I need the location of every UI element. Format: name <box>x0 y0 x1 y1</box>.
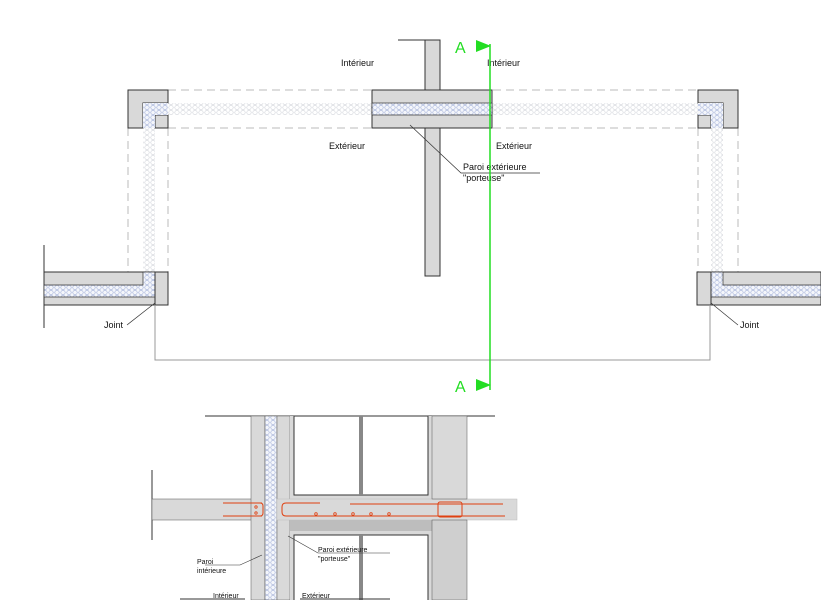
label-porteuse: "porteuse" <box>318 556 351 563</box>
insulation <box>698 103 723 128</box>
corner-block <box>154 271 169 306</box>
beam <box>290 520 432 531</box>
label-paroi-exterieure: Paroi extérieure <box>318 547 368 554</box>
section-marker: A <box>455 40 466 57</box>
insulation-band <box>143 115 155 290</box>
rebar-dots <box>254 505 391 516</box>
corner-block <box>154 114 169 129</box>
insulation <box>264 415 278 600</box>
label-porteuse: "porteuse" <box>463 173 504 183</box>
label-interieur: Intérieur <box>341 58 374 68</box>
plan-view: Intérieur Intérieur Extérieur Extérieur … <box>43 39 821 396</box>
partition <box>359 535 363 600</box>
label-paroi-interieure: intérieure <box>197 568 226 575</box>
cross-wall <box>424 39 441 277</box>
label-exterieur: Extérieur <box>302 593 331 600</box>
label-interieur: Intérieur <box>487 58 520 68</box>
section-arrow-icon <box>476 40 491 52</box>
label-exterieur: Extérieur <box>496 141 532 151</box>
label-paroi-interieure: Paroi <box>197 559 214 566</box>
insulation-band <box>711 115 723 290</box>
label-paroi-exterieure: Paroi extérieure <box>463 162 527 172</box>
section-view: Paroi intérieure Paroi extérieure "porte… <box>151 415 518 600</box>
section-marker: A <box>455 379 466 396</box>
column <box>431 415 468 500</box>
leader-line <box>287 535 390 554</box>
leader-line <box>409 124 540 174</box>
insulation <box>143 103 168 128</box>
label-joint: Joint <box>740 320 760 330</box>
label-joint: Joint <box>104 320 124 330</box>
label-exterieur: Extérieur <box>329 141 365 151</box>
corner-block <box>696 271 712 306</box>
leader-line <box>710 302 739 326</box>
floor-slab <box>276 498 518 521</box>
label-interieur: Intérieur <box>213 593 239 600</box>
section-arrow-icon <box>476 379 491 391</box>
column <box>431 519 468 600</box>
outline <box>154 305 711 361</box>
rebar <box>223 501 505 518</box>
corner-block <box>697 114 712 129</box>
floor-slab <box>151 498 253 521</box>
leader-line <box>205 554 263 566</box>
partition <box>359 416 363 495</box>
insulation <box>371 102 493 116</box>
leader-line <box>126 302 156 326</box>
